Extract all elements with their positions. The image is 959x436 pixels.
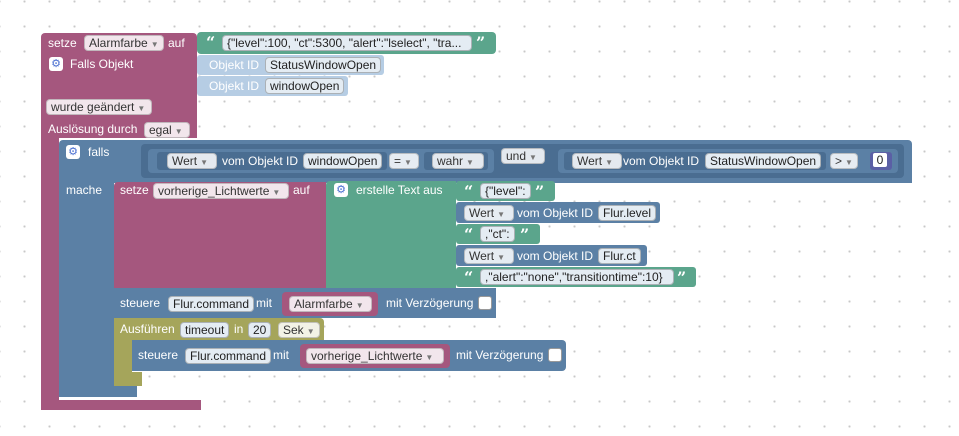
- delay-checkbox-2[interactable]: [548, 348, 562, 362]
- object-id-field-statuswindowopen[interactable]: StatusWindowOpen: [265, 57, 382, 73]
- number-block-zero[interactable]: 0: [870, 152, 892, 170]
- gear-icon[interactable]: ⚙: [49, 57, 63, 71]
- object-id-label-2: Objekt ID: [209, 79, 260, 93]
- variable-dropdown-alarmfarbe[interactable]: Alarmfarbe▼: [84, 35, 164, 51]
- chevron-down-icon: ▼: [174, 127, 183, 136]
- chevron-down-icon: ▼: [497, 253, 506, 262]
- chevron-down-icon: ▼: [466, 158, 474, 167]
- object-field-windowopen[interactable]: windowOpen: [303, 153, 383, 169]
- logic-op-dropdown[interactable]: und▼: [501, 148, 545, 164]
- chevron-down-icon: ▼: [605, 158, 614, 167]
- quote-open-icon: “: [464, 182, 474, 201]
- setze-label: setze: [48, 36, 77, 50]
- timeout-unit-dropdown[interactable]: Sek▼: [278, 322, 320, 338]
- variable-dropdown-get-vorherige[interactable]: vorherige_Lichtwerte▼: [306, 348, 444, 364]
- gear-icon[interactable]: ⚙: [334, 183, 348, 197]
- quote-close-icon: ”: [520, 225, 530, 244]
- ausfuehren-label: Ausführen: [120, 322, 175, 336]
- object-field-flur-command-1[interactable]: Flur.command: [168, 296, 255, 312]
- auf-label-2: auf: [293, 183, 310, 197]
- vom-objekt-label-right: vom Objekt ID: [623, 154, 700, 168]
- string-field-level[interactable]: {"level":: [480, 183, 531, 199]
- mit-label-1: mit: [256, 296, 272, 310]
- mit-label-2: mit: [273, 348, 289, 362]
- create-text-block[interactable]: [326, 181, 456, 288]
- falls-label: falls: [88, 145, 110, 159]
- trigger-dropdown[interactable]: egal▼: [144, 122, 190, 138]
- delay-label-1: mit Verzögerung: [386, 296, 474, 310]
- chevron-down-icon: ▼: [137, 104, 146, 113]
- quote-close-icon: ”: [476, 33, 486, 52]
- delay-label-2: mit Verzögerung: [456, 348, 544, 362]
- set-vorherige-block[interactable]: [114, 182, 326, 288]
- chevron-down-icon: ▼: [306, 327, 315, 336]
- object-field-statuswindowopen[interactable]: StatusWindowOpen: [705, 153, 822, 169]
- wert-dropdown-ct[interactable]: Wert▼: [464, 248, 514, 264]
- variable-dropdown-get-alarmfarbe[interactable]: Alarmfarbe▼: [289, 296, 372, 312]
- wert-dropdown-left[interactable]: Wert▼: [167, 153, 217, 169]
- chevron-down-icon: ▼: [150, 40, 159, 49]
- timeout-name-field[interactable]: timeout: [180, 322, 230, 338]
- object-id-field-windowopen[interactable]: windowOpen: [265, 78, 345, 94]
- quote-close-icon: ”: [677, 268, 687, 287]
- quote-open-icon: “: [464, 268, 474, 287]
- wert-dropdown-level[interactable]: Wert▼: [464, 205, 514, 221]
- setze-label-2: setze: [120, 183, 149, 197]
- vom-objekt-label-left: vom Objekt ID: [222, 154, 299, 168]
- timeout-bottom-bar: [114, 372, 142, 386]
- trigger-bottom-bar: [41, 400, 201, 410]
- trigger-left-rail: [41, 138, 59, 410]
- quote-open-icon: “: [464, 225, 474, 244]
- gear-icon[interactable]: ⚙: [66, 145, 80, 159]
- trigger-label: Auslösung durch: [48, 122, 138, 136]
- object-field-flur-level[interactable]: Flur.level: [598, 205, 657, 221]
- quote-close-icon: ”: [535, 182, 545, 201]
- object-id-label-1: Objekt ID: [209, 58, 260, 72]
- chevron-down-icon: ▼: [404, 158, 412, 167]
- timeout-amount-field[interactable]: 20: [248, 322, 272, 338]
- string-field-alarm[interactable]: {"level":100, "ct":5300, "alert":"lselec…: [222, 35, 472, 51]
- falls-objekt-label: Falls Objekt: [70, 57, 134, 71]
- if-left-rail: [59, 183, 114, 395]
- chevron-down-icon: ▼: [529, 153, 537, 162]
- if-bottom-bar: [59, 385, 137, 397]
- number-field-zero[interactable]: 0: [873, 153, 887, 167]
- object-field-flur-ct[interactable]: Flur.ct: [598, 248, 641, 264]
- steuere-label-1: steuere: [120, 296, 161, 310]
- in-label: in: [234, 322, 244, 336]
- vom-objekt-label-level: vom Objekt ID: [517, 206, 594, 220]
- vom-objekt-label-ct: vom Objekt ID: [517, 249, 594, 263]
- chevron-down-icon: ▼: [355, 301, 364, 310]
- create-text-label: erstelle Text aus: [356, 183, 443, 197]
- wert-dropdown-right[interactable]: Wert▼: [572, 153, 622, 169]
- chevron-down-icon: ▼: [845, 158, 853, 167]
- string-field-alert[interactable]: ,"alert":"none","transitiontime":10}: [480, 269, 674, 285]
- quote-open-icon: “: [206, 33, 216, 52]
- chevron-down-icon: ▼: [425, 353, 434, 362]
- auf-label: auf: [168, 36, 185, 50]
- variable-dropdown-vorherige[interactable]: vorherige_Lichtwerte▼: [153, 183, 289, 199]
- delay-checkbox-1[interactable]: [478, 296, 492, 310]
- operator-dropdown-left[interactable]: =▼: [389, 153, 419, 169]
- chevron-down-icon: ▼: [497, 210, 506, 219]
- operator-dropdown-right[interactable]: >▼: [830, 153, 858, 169]
- object-field-flur-command-2[interactable]: Flur.command: [185, 348, 272, 364]
- chevron-down-icon: ▼: [272, 188, 281, 197]
- bool-dropdown-wahr[interactable]: wahr▼: [432, 153, 484, 169]
- condition-dropdown[interactable]: wurde geändert▼: [46, 99, 152, 115]
- mache-label: mache: [66, 183, 103, 197]
- chevron-down-icon: ▼: [200, 158, 209, 167]
- string-field-ct[interactable]: ,"ct":: [480, 226, 515, 242]
- steuere-label-2: steuere: [138, 348, 179, 362]
